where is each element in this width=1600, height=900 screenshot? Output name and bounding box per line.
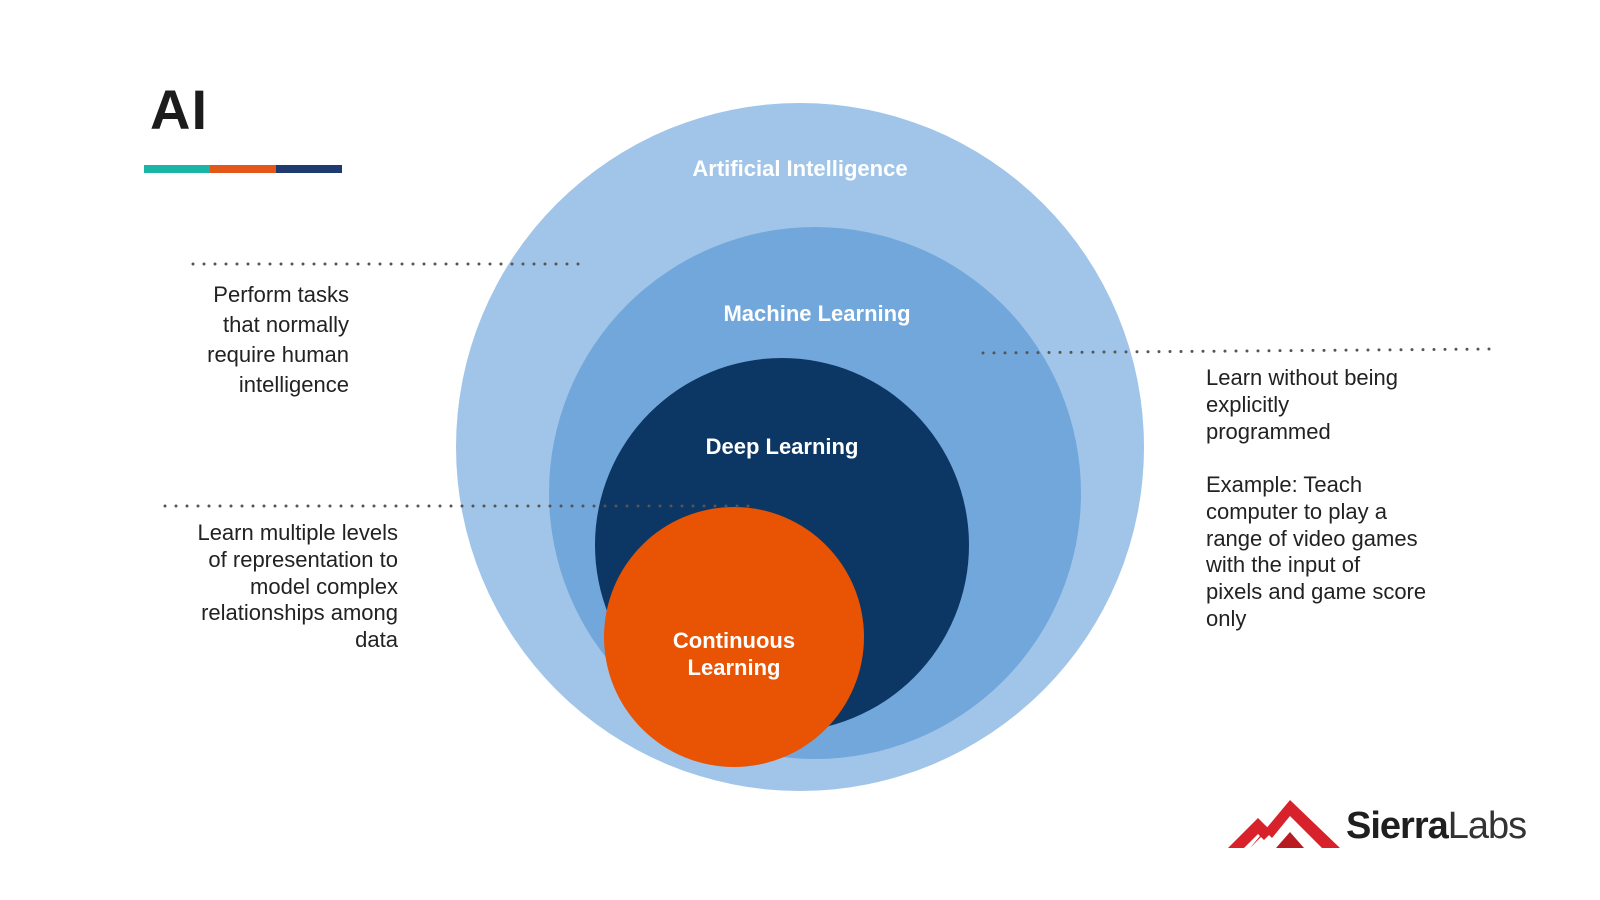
title-underline <box>144 165 342 173</box>
ai-description: Perform tasks that normally require huma… <box>207 282 349 397</box>
cl-circle-label-line2: Learning <box>688 655 781 680</box>
cl-circle-label-line1: Continuous <box>673 628 795 653</box>
ml-description: Learn without being explicitly programme… <box>1206 365 1399 444</box>
page-title: AI <box>150 78 208 141</box>
dl-circle-label: Deep Learning <box>706 434 859 459</box>
logo-name-part1: Sierra <box>1346 805 1449 847</box>
ai-circle-label: Artificial Intelligence <box>692 156 907 181</box>
underline-orange-segment <box>210 165 276 173</box>
mountain-logo-icon <box>1228 800 1340 848</box>
logo-wordmark: SierraLabs <box>1346 804 1527 848</box>
cl-circle <box>604 507 864 767</box>
ml-circle-label: Machine Learning <box>723 301 910 326</box>
sierralabs-logo: SierraLabs <box>1228 798 1548 854</box>
ml-example-description: Example: Teach computer to play a range … <box>1206 472 1427 631</box>
logo-name-part2: Labs <box>1447 805 1527 847</box>
dl-description: Learn multiple levels of representation … <box>197 520 398 653</box>
underline-teal-segment <box>144 165 210 173</box>
underline-navy-segment <box>276 165 342 173</box>
